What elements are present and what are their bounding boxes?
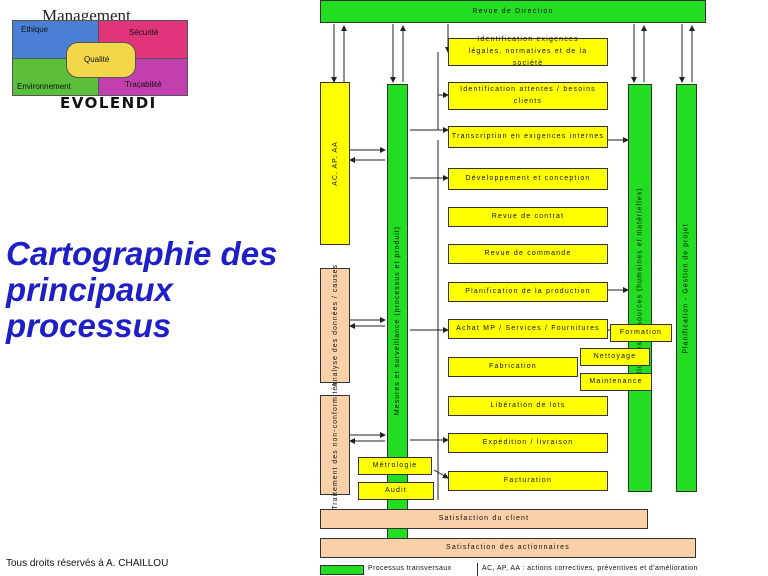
metrologie-box: Métrologie: [358, 457, 432, 475]
logo-brand: EVOLENDI: [60, 94, 157, 112]
copyright-credit: Tous droits réservés à A. CHAILLOU: [6, 558, 169, 569]
legend-swatch-transverse: [320, 565, 364, 575]
logo-label-tracabilite: Traçabilité: [125, 80, 162, 89]
process-box: Transcription en exigences internes: [448, 126, 608, 148]
process-box: Fabrication: [448, 357, 578, 377]
logo-label-qualite: Qualité: [84, 55, 110, 64]
satisfaction-actionnaires-bar: Satisfaction des actionnaires: [320, 538, 696, 558]
page-title: Cartographie des principaux processus: [6, 235, 278, 344]
process-map: Revue de Direction AC, AP, AA Analyse de…: [310, 0, 706, 576]
process-box: Achat MP / Services / Fournitures: [448, 319, 608, 339]
legend-divider: [477, 563, 478, 576]
planification-projet-column: Planification - Gestion de projet: [676, 84, 697, 492]
traitement-nc-label: Traitement des non-conformités: [331, 380, 339, 510]
logo-label-securite: Sécurité: [129, 28, 159, 37]
analyse-donnees-column: Analyse des données / causes: [320, 264, 350, 387]
logo-label-ethique: Ethique: [21, 25, 49, 34]
formation-box: Formation: [610, 324, 672, 342]
legend-note: AC, AP, AA : actions correctives, préven…: [482, 565, 698, 572]
analyse-donnees-label: Analyse des données / causes: [331, 264, 339, 387]
mesures-surveillance-label: Mesures et surveillance (processus et pr…: [394, 225, 402, 415]
logo-label-environnement: Environnement: [17, 82, 71, 91]
process-box: Libération de lots: [448, 396, 608, 416]
satisfaction-client-bar: Satisfaction du client: [320, 509, 648, 529]
process-box: Revue de contrat: [448, 207, 608, 227]
traitement-nc-column: Traitement des non-conformités: [320, 381, 350, 509]
process-box: Expédition / livraison: [448, 433, 608, 453]
process-box: Identification attentes / besoins client…: [448, 82, 608, 110]
logo-piece-qualite: Qualité: [66, 42, 136, 78]
nettoyage-box: Nettoyage: [580, 348, 650, 366]
maintenance-box: Maintenance: [580, 373, 652, 391]
process-box: Développement et conception: [448, 168, 608, 190]
process-box: Planification de la production: [448, 282, 608, 302]
planification-projet-label: Planification - Gestion de projet: [683, 222, 690, 354]
process-box: Revue de commande: [448, 244, 608, 264]
process-box: Facturation: [448, 471, 608, 491]
connector-lines: [331, 24, 695, 500]
legend-transverse-label: Processus transversaux: [368, 565, 452, 572]
revue-direction-bar: Revue de Direction: [320, 0, 706, 23]
ac-ap-aa-column: AC, AP, AA: [320, 82, 350, 245]
audit-box: Audit: [358, 482, 434, 500]
logo: Ethique Sécurité Environnement Traçabili…: [12, 20, 188, 96]
ac-ap-aa-label: AC, AP, AA: [331, 141, 339, 186]
process-box: Identification exigences légales, normat…: [448, 36, 608, 67]
gestion-ressources-column: Gestion des ressources (humaines et maté…: [628, 84, 652, 492]
